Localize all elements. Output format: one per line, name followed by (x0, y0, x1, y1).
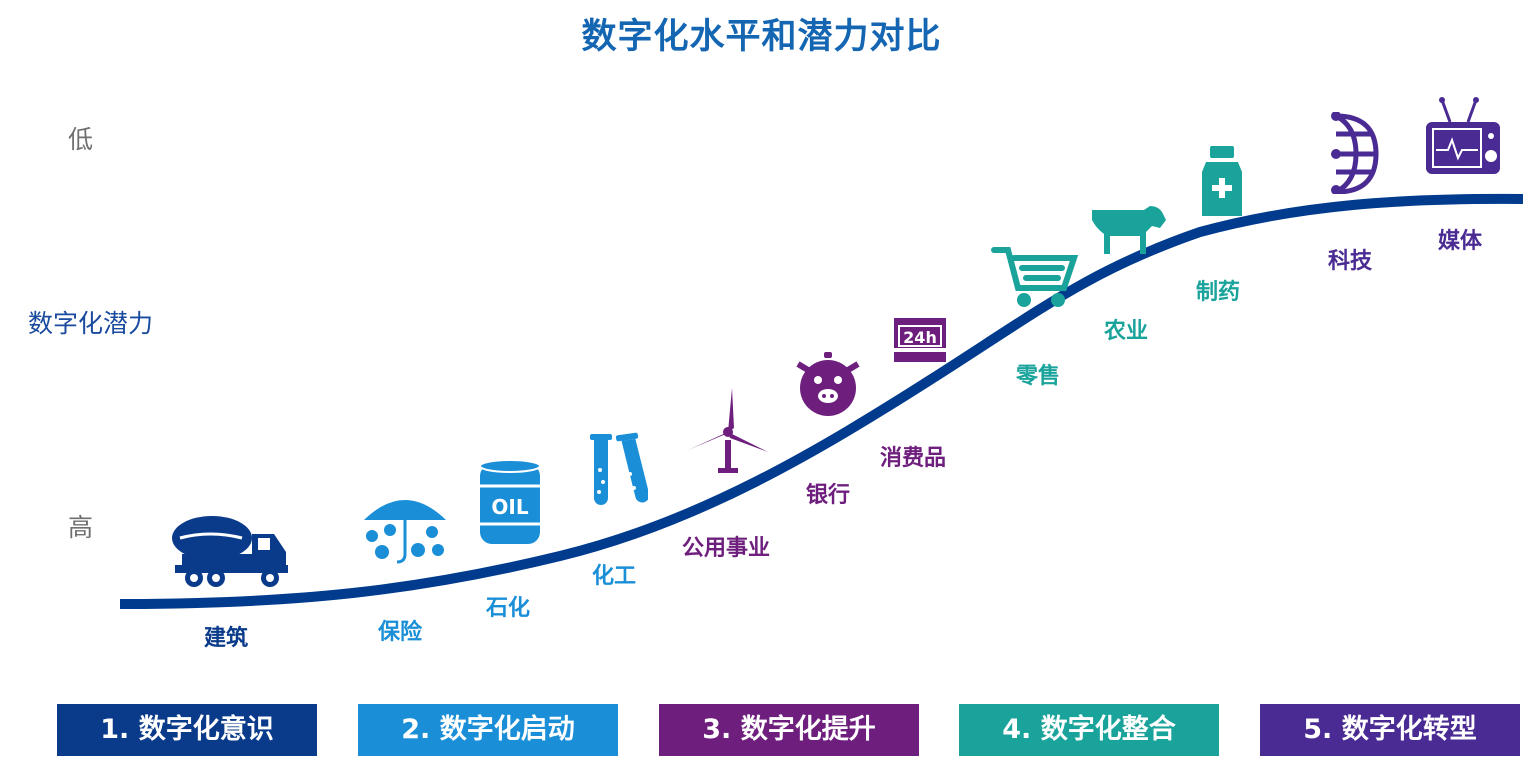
oil-barrel-icon: OIL (479, 459, 541, 544)
sector-label-insurance: 保险 (378, 620, 423, 645)
curve-path (119, 193, 1523, 609)
umbrella-coins-icon (364, 500, 446, 564)
stage-5-box: 5. 数字化转型 (1260, 704, 1520, 756)
cow-icon (1092, 206, 1166, 254)
sector-label-media: 媒体 (1438, 229, 1483, 254)
svg-text:OIL: OIL (491, 495, 528, 519)
store-24h-icon: 24h (894, 318, 946, 362)
stage-4-box: 4. 数字化整合 (959, 704, 1219, 756)
sector-label-agriculture: 农业 (1104, 319, 1149, 344)
sector-label-banking: 银行 (806, 483, 851, 508)
sector-label-construction: 建筑 (204, 626, 249, 651)
axis-low-label: 低 (68, 125, 94, 154)
sector-label-chemical: 化工 (592, 564, 637, 589)
wind-turbine-icon (688, 388, 768, 473)
piggy-bank-icon (796, 352, 860, 416)
svg-text:24h: 24h (903, 328, 937, 347)
stage-2-box: 2. 数字化启动 (358, 704, 618, 756)
stage-3-box: 3. 数字化提升 (659, 704, 919, 756)
sector-label-utilities: 公用事业 (682, 536, 771, 561)
axis-potential-label: 数字化潜力 (28, 309, 154, 338)
television-icon (1426, 97, 1500, 174)
sector-label-retail: 零售 (1016, 364, 1061, 389)
globe-network-icon (1331, 112, 1379, 194)
medicine-bottle-icon (1202, 146, 1242, 216)
sector-label-petrochemical: 石化 (486, 596, 531, 621)
concrete-mixer-truck-icon (172, 516, 288, 587)
sector-label-pharmaceutical: 制药 (1196, 280, 1241, 305)
stage-1-box: 1. 数字化意识 (57, 704, 317, 756)
sector-label-technology: 科技 (1328, 249, 1373, 274)
test-tubes-icon (590, 432, 648, 505)
diagram-title: 数字化水平和潜力对比 (581, 17, 942, 57)
shopping-cart-icon (991, 247, 1079, 307)
axis-high-label: 高 (68, 513, 94, 542)
sector-label-consumer-goods: 消费品 (880, 446, 947, 471)
